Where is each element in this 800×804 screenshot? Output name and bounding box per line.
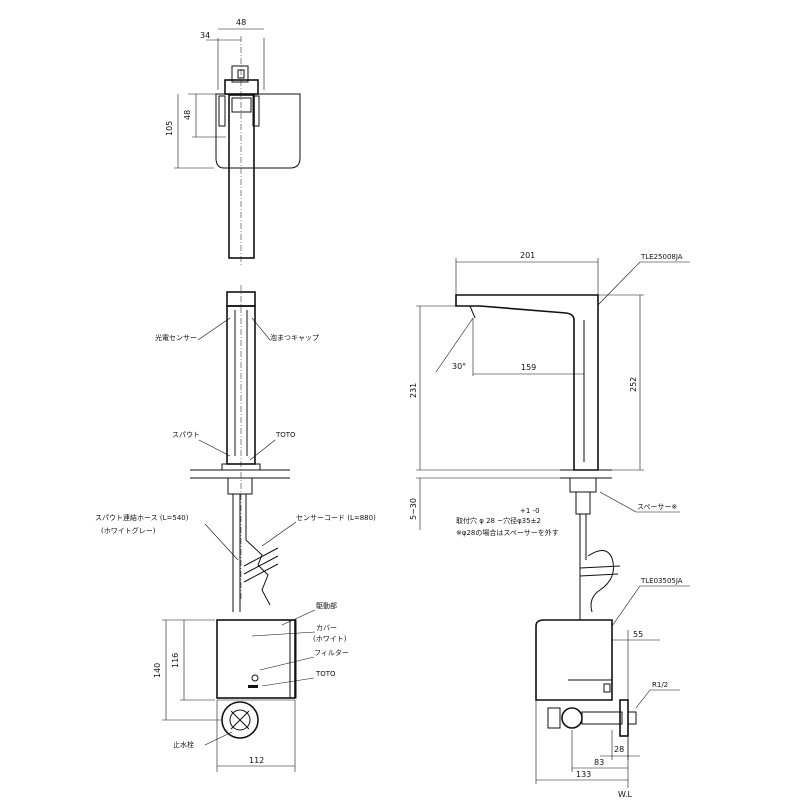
dim-116: 116 — [171, 653, 180, 668]
label-hose-color: (ホワイトグレー) — [101, 526, 156, 535]
filter-icon — [251, 674, 259, 682]
label-spout: スパウト — [172, 431, 200, 439]
side-view: 30° 201 159 231 252 5~30 TLE25008JA 取付穴 … — [409, 251, 690, 799]
dim-28: 28 — [614, 745, 624, 754]
model-bottom: TLE03505JA — [640, 577, 683, 585]
label-stopcock: 止水栓 — [173, 740, 194, 749]
dim-252: 252 — [629, 377, 638, 392]
faucet-spout-plan — [228, 94, 255, 259]
front-view: 光電センサー 泡まつキャップ スパウト TOTO スパウト連結ホース (L=54… — [95, 285, 376, 772]
faucet-head — [224, 79, 259, 95]
dim-201: 201 — [520, 251, 535, 260]
label-cover: カバー — [316, 624, 337, 632]
side-control-box — [535, 619, 613, 701]
tol-note: +1 -0 — [520, 507, 540, 515]
label-toto: TOTO — [275, 431, 296, 439]
spout-profile — [455, 294, 599, 471]
label-spacer: スペーサー※ — [637, 503, 677, 511]
dim-34: 34 — [200, 31, 210, 40]
label-cover-color: (ホワイト) — [313, 635, 347, 643]
dim-48-top: 48 — [236, 18, 246, 27]
hole-note: 取付穴 φ 28 ~穴径φ35±2 — [456, 516, 541, 525]
label-hose: スパウト連結ホース (L=540) — [95, 513, 189, 522]
top-view: 48 34 48 105 — [165, 18, 301, 265]
dim-112: 112 — [249, 756, 264, 765]
dim-55: 55 — [633, 630, 643, 639]
toto-logo-mark — [248, 685, 258, 688]
label-toto-unit: TOTO — [315, 670, 336, 678]
side-angle: 30° — [452, 362, 466, 371]
label-sensor: 光電センサー — [155, 333, 197, 342]
label-cap: 泡まつキャップ — [270, 333, 319, 342]
dim-159: 159 — [521, 363, 536, 372]
label-wl: W.L — [618, 790, 633, 799]
dim-140: 140 — [153, 663, 162, 678]
dim-133: 133 — [576, 770, 591, 779]
label-cord: センサーコード (L=880) — [296, 514, 376, 522]
cord-loop — [587, 550, 614, 613]
model-top: TLE25008JA — [640, 253, 683, 261]
dim-83: 83 — [594, 758, 604, 767]
side-stopcock — [561, 707, 583, 729]
dim-105: 105 — [165, 121, 174, 136]
label-drive: 駆動部 — [316, 601, 337, 610]
dim-48-side: 48 — [183, 110, 192, 120]
control-box — [216, 619, 296, 699]
dim-5-30: 5~30 — [409, 498, 418, 520]
dim-r12: R1/2 — [652, 681, 668, 689]
spacer-note: ※φ28の場合はスペーサーを外す — [456, 528, 559, 537]
faucet-top-cap — [231, 65, 249, 83]
label-filter: フィルター — [314, 648, 349, 657]
sensor-cord — [245, 539, 271, 606]
dim-231: 231 — [409, 383, 418, 398]
basin-outline — [215, 93, 301, 169]
